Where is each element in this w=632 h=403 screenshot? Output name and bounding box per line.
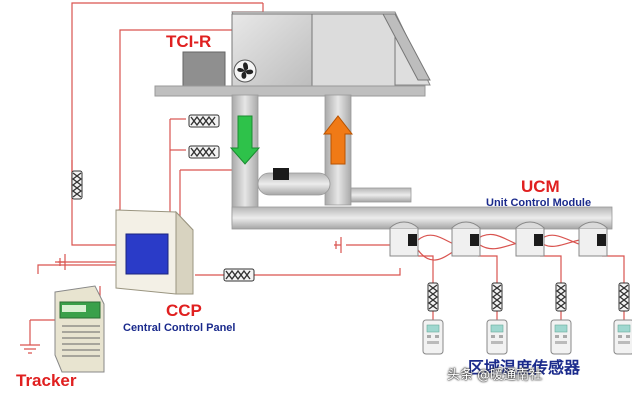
comm-cable-icon: [188, 145, 220, 159]
zone-sensor-icon: [422, 319, 444, 355]
ccp-panel: [115, 209, 194, 295]
zone-sensor-icon: [613, 319, 632, 355]
tracker-device: [54, 285, 105, 373]
comm-cable-icon: [618, 282, 630, 312]
vav-box: [389, 221, 419, 257]
reheat-coil: [257, 172, 331, 196]
condenser-box: [182, 51, 226, 88]
comm-cable-icon: [71, 170, 83, 200]
watermark: 头条 @暖通南社: [447, 368, 543, 383]
ccp-subtitle: Central Control Panel: [123, 322, 236, 334]
zone-sensor-caption: 区域温度传感器: [468, 358, 581, 377]
comm-cable-icon: [491, 282, 503, 312]
comm-cable-icon: [223, 268, 255, 282]
tracker-label: Tracker: [16, 371, 77, 390]
ucm-label: UCM: [521, 177, 560, 196]
ground-icon: [20, 237, 342, 354]
ucm-subtitle: Unit Control Module: [486, 197, 592, 209]
ccp-screen: [125, 233, 169, 275]
tcir-unit: [154, 11, 431, 97]
zone-sensor-icon: [550, 319, 572, 355]
vav-box: [451, 221, 481, 257]
comm-cable-icon: [188, 114, 220, 128]
vav-box: [578, 221, 608, 257]
tcir-label: TCI-R: [166, 32, 212, 51]
zone-sensor-icon: [486, 319, 508, 355]
comm-cable-icon: [555, 282, 567, 312]
ccp-label: CCP: [166, 301, 202, 320]
vav-box: [515, 221, 545, 257]
return-air-arrow-icon: [322, 115, 354, 165]
duct-actuator: [273, 168, 289, 180]
supply-air-arrow-icon: [229, 115, 261, 165]
comm-cable-icon: [427, 282, 439, 312]
fan-icon: [233, 59, 257, 83]
